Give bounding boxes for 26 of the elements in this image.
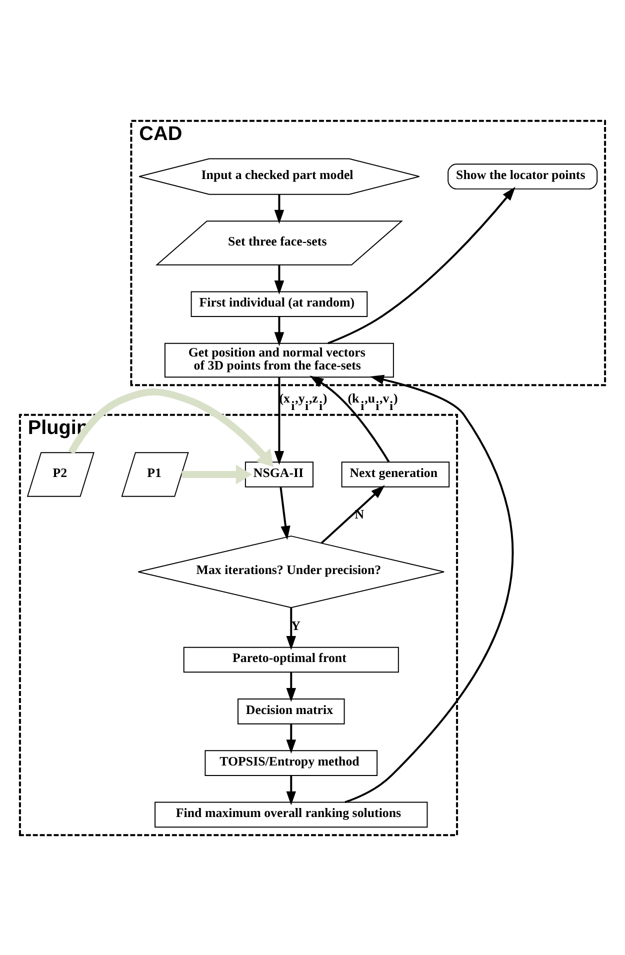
edge-label: Y: [291, 617, 300, 632]
arrow: [182, 464, 252, 484]
arrow: [344, 374, 514, 803]
node-box: Next generation: [341, 461, 450, 487]
arrow: [320, 484, 385, 544]
arrow: [328, 186, 516, 344]
node-box: Show the locator points: [448, 163, 598, 189]
arrow: [274, 194, 284, 224]
arrow: [274, 376, 284, 464]
arrow: [286, 775, 296, 805]
node-box: Pareto-optimal front: [183, 646, 399, 672]
node-box: Decision matrix: [238, 698, 345, 724]
node-box: First individual (at random): [190, 290, 368, 317]
node-diamond: Max iterations? Under precision?: [138, 535, 445, 608]
node-box: Get position and normal vectors of 3D points from the face-sets: [164, 342, 394, 378]
arrow: [286, 723, 296, 754]
arrow: [274, 264, 284, 294]
arrow: [280, 486, 290, 540]
node-box: NSGA-II: [244, 461, 314, 487]
arrow: [310, 375, 390, 462]
arrow: [274, 316, 284, 346]
arrow: [68, 388, 274, 466]
node-box: TOPSIS/Entropy method: [204, 750, 378, 776]
node-box: Find maximum overall ranking solutions: [154, 801, 428, 828]
arrow: [286, 672, 296, 702]
arrow: [286, 607, 296, 650]
